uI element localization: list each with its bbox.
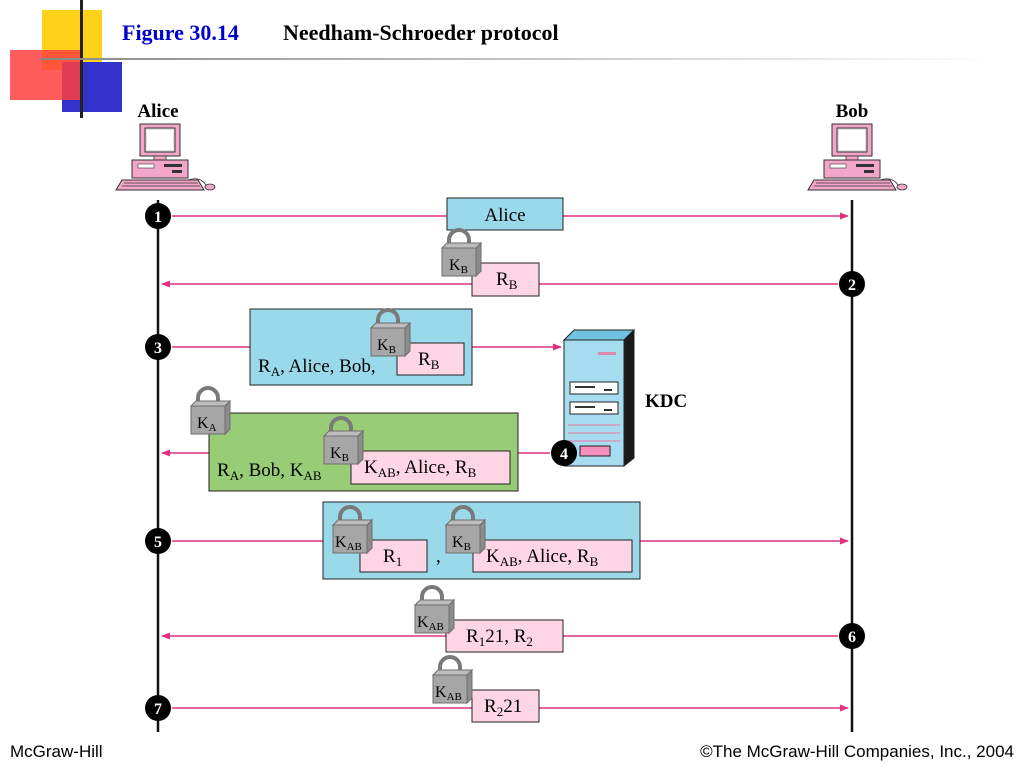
message-4-inner-box (350, 450, 511, 485)
message-4-inner-lock-label: KB (330, 445, 349, 464)
alice-computer-icon (115, 123, 216, 191)
step-marker-1: 1 (145, 203, 171, 229)
message-5-comma: , (436, 546, 441, 567)
step-marker-4: 4 (551, 440, 577, 466)
message-4-outer-text: RA, Bob, KAB (217, 460, 322, 483)
message-5-box-1-text: R1 (383, 546, 402, 569)
message-3-inner-text: RB (418, 349, 440, 372)
message-5-box-2 (472, 539, 633, 573)
message-6-box (445, 619, 564, 653)
step-marker-5: 5 (145, 528, 171, 554)
message-2-lock-label: KB (449, 257, 468, 276)
message-5-box-2-text: KAB, Alice, RB (486, 546, 599, 569)
message-6-lock-label: KAB (417, 614, 444, 633)
step-number: 6 (848, 629, 856, 646)
message-6-text: R121, R2 (466, 626, 533, 649)
step-number: 5 (154, 534, 162, 551)
message-2-content: RB (496, 269, 518, 292)
alice-label: Alice (137, 101, 178, 122)
message-2-box (471, 262, 540, 297)
step-number: 1 (154, 209, 162, 226)
step-marker-3: 3 (145, 334, 171, 360)
kdc-label: KDC (645, 391, 687, 412)
figure-title: Needham-Schroeder protocol (283, 20, 559, 45)
step-number: 4 (560, 446, 568, 463)
message-7-box (471, 689, 540, 723)
footer-copyright: ©The McGraw-Hill Companies, Inc., 2004 (700, 742, 1014, 761)
message-5-lock-2-label: KB (452, 534, 471, 553)
message-4-outer-lock-label: KA (197, 415, 217, 434)
figure-label: Figure 30.14 (122, 20, 239, 45)
step-number: 3 (154, 340, 162, 357)
message-1-text: Alice (484, 205, 525, 226)
kdc-server-icon (562, 328, 636, 468)
step-marker-2: 2 (839, 271, 865, 297)
message-7-text: R221 (484, 696, 522, 719)
message-3-lock-label: KB (377, 337, 396, 356)
message-1-box (446, 197, 564, 231)
message-7-lock-label: KAB (435, 684, 462, 703)
step-number: 2 (848, 277, 856, 294)
message-3-outer-text: RA, Alice, Bob, (258, 356, 376, 379)
footer-publisher: McGraw-Hill (10, 742, 103, 761)
header-decoration (10, 0, 1000, 118)
bob-label: Bob (836, 101, 869, 122)
step-number: 7 (154, 701, 162, 718)
bob-computer-icon (807, 123, 908, 191)
step-marker-7: 7 (145, 695, 171, 721)
message-5-lock-1-label: KAB (335, 534, 362, 553)
step-marker-6: 6 (839, 623, 865, 649)
message-4-inner-text: KAB, Alice, RB (364, 457, 477, 480)
